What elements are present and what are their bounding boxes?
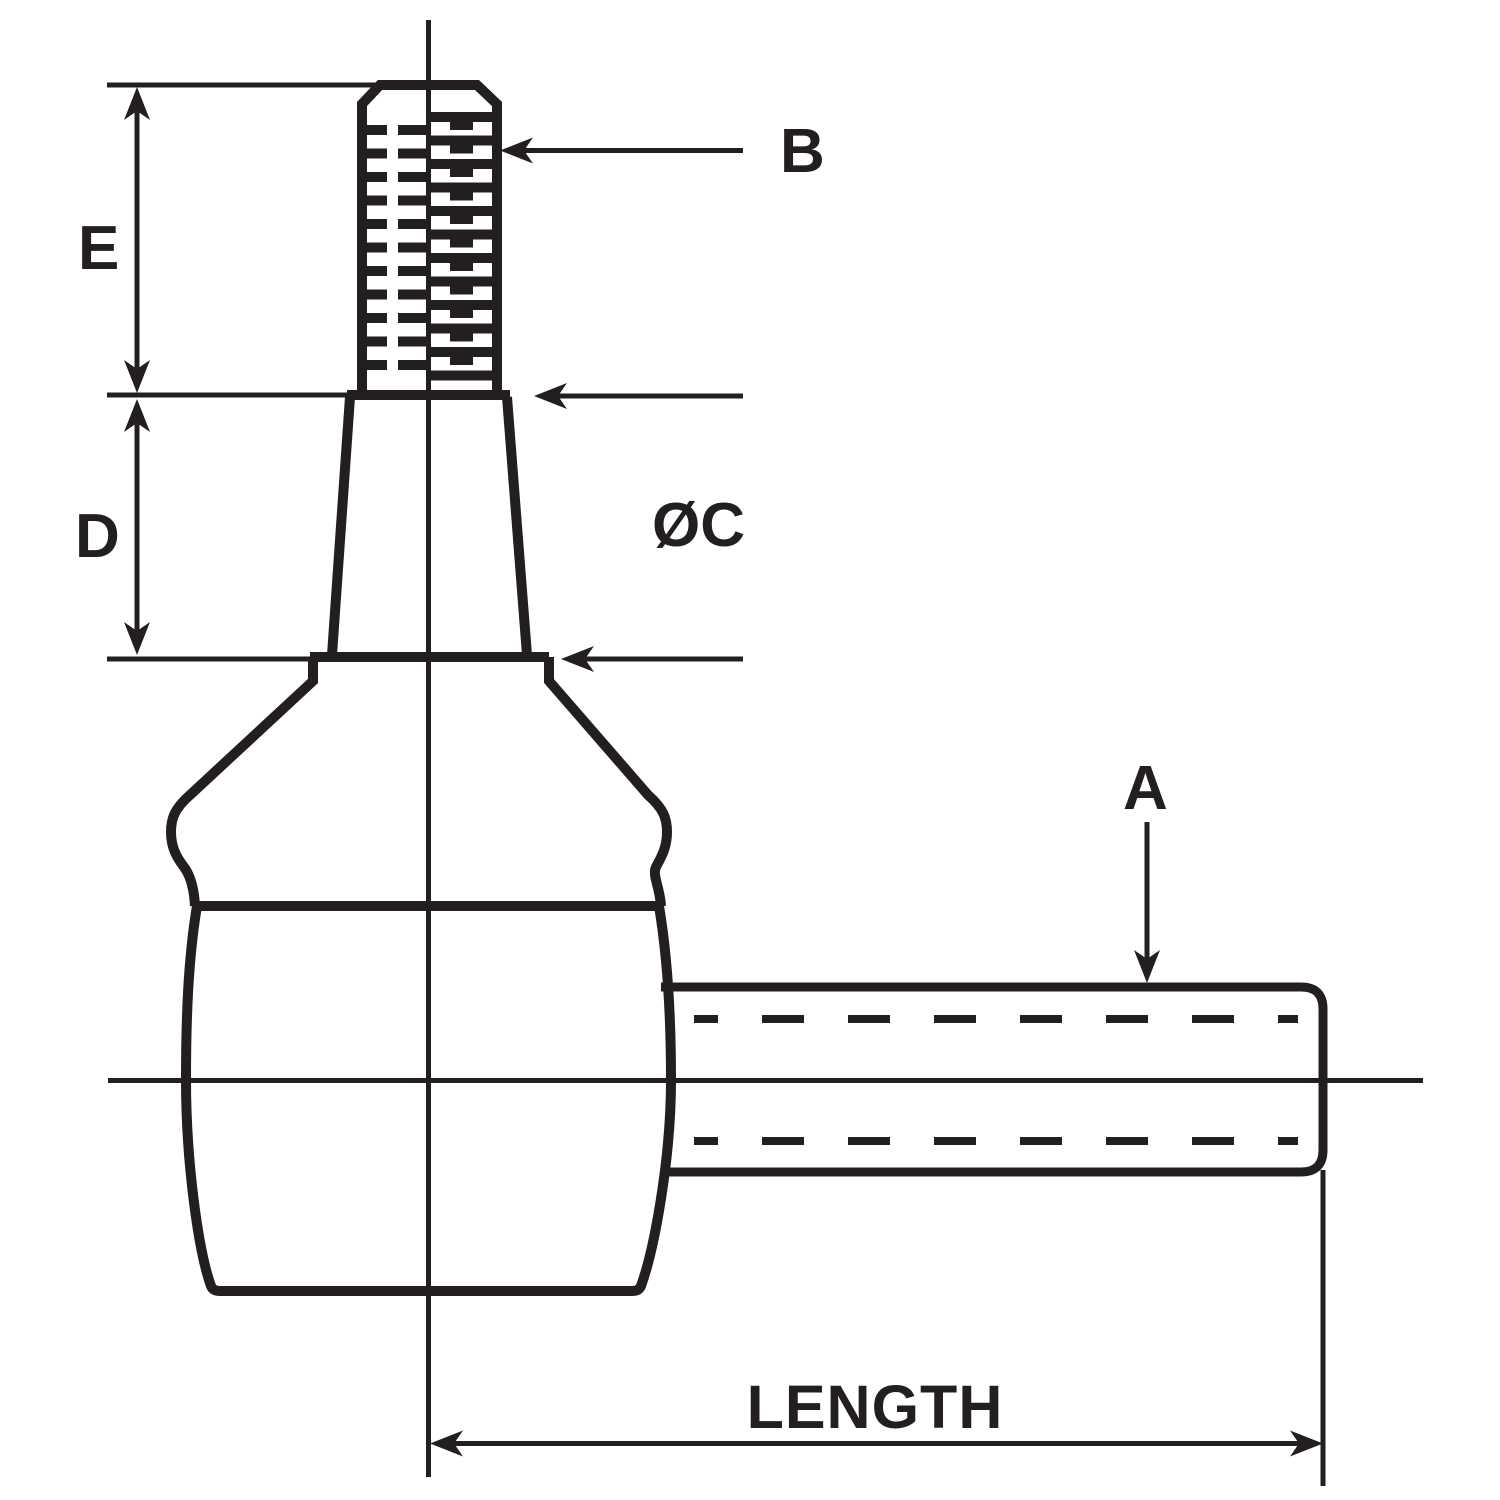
boot-left-edge [165, 657, 318, 907]
dust-boot [165, 657, 673, 907]
centerlines [108, 20, 1423, 1477]
label-thread-b: B [780, 117, 825, 186]
labels: B E D ØC A LENGTH [75, 117, 1168, 1441]
label-taper-diameter-c: ØC [652, 491, 745, 560]
shaft [661, 982, 1328, 1177]
taper-section [310, 390, 549, 662]
threaded-stud [357, 80, 502, 395]
dimension-e-d [107, 82, 376, 662]
taper-right-edge [502, 396, 532, 656]
label-shaft-a: A [1123, 754, 1168, 823]
label-taper-length-d: D [75, 502, 120, 571]
label-overall-length: LENGTH [747, 1373, 1004, 1441]
shaft-outline [661, 982, 1328, 1177]
ball-housing [180, 901, 677, 1296]
label-thread-length-e: E [78, 214, 119, 283]
leader-arrows [500, 137, 1160, 983]
thread-hatching [362, 112, 494, 381]
boot-right-edge [544, 657, 673, 907]
housing-outline [180, 905, 677, 1296]
taper-left-edge [327, 396, 355, 656]
dimension-length [430, 1170, 1326, 1486]
